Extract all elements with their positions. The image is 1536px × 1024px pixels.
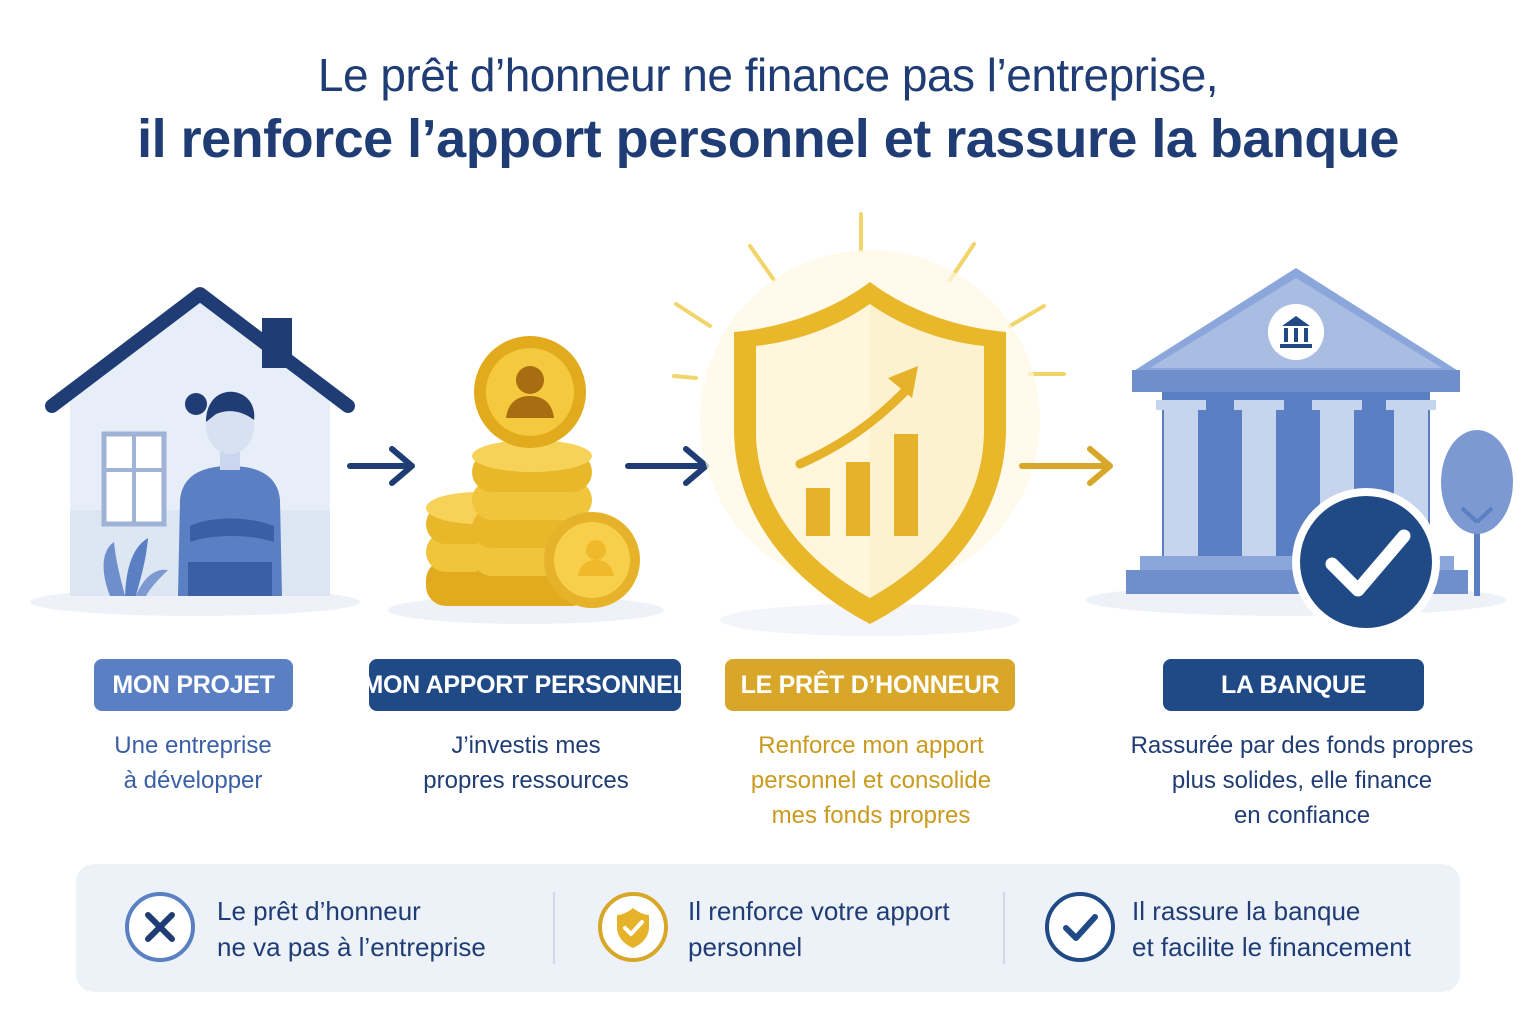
step-label-pret-honneur: LE PRÊT D’HONNEUR: [725, 659, 1015, 711]
house-person-icon: [30, 287, 360, 616]
arrow-right-icon: [625, 446, 709, 486]
summary-text-3: Il rassure la banque et facilite le fina…: [1132, 896, 1411, 962]
step-label-mon-projet: MON PROJET: [94, 659, 293, 711]
arrow-right-icon: [1019, 446, 1113, 486]
bank-check-icon: [1086, 268, 1513, 636]
coins-stack-icon: [388, 336, 664, 624]
step-label-apport-personnel: MON APPORT PERSONNEL: [362, 659, 688, 711]
title-line-1: Le prêt d’honneur ne finance pas l’entre…: [317, 49, 1219, 101]
divider: [1003, 892, 1005, 964]
arrow-right-icon: [347, 446, 415, 486]
shield-growth-icon: [672, 212, 1066, 636]
cross-circle-icon: [125, 892, 195, 962]
summary-text-2: Il renforce votre apport personnel: [688, 896, 950, 962]
divider: [553, 892, 555, 964]
shield-check-icon: [598, 892, 668, 962]
step-description-banque: Rassurée par des fonds propres plus soli…: [1130, 732, 1474, 829]
check-circle-icon: [1045, 892, 1115, 962]
step-description-pret: Renforce mon apport personnel et consoli…: [750, 732, 992, 829]
step-label-banque: LA BANQUE: [1163, 659, 1424, 711]
step-description-projet: Une entreprise à développer: [114, 732, 272, 794]
title-line-2: il renforce l’apport personnel et rassur…: [137, 109, 1399, 169]
summary-panel: [76, 864, 1460, 992]
summary-text-1: Le prêt d’honneur ne va pas à l’entrepri…: [217, 896, 486, 962]
step-description-apport: J’investis mes propres ressources: [423, 732, 629, 794]
